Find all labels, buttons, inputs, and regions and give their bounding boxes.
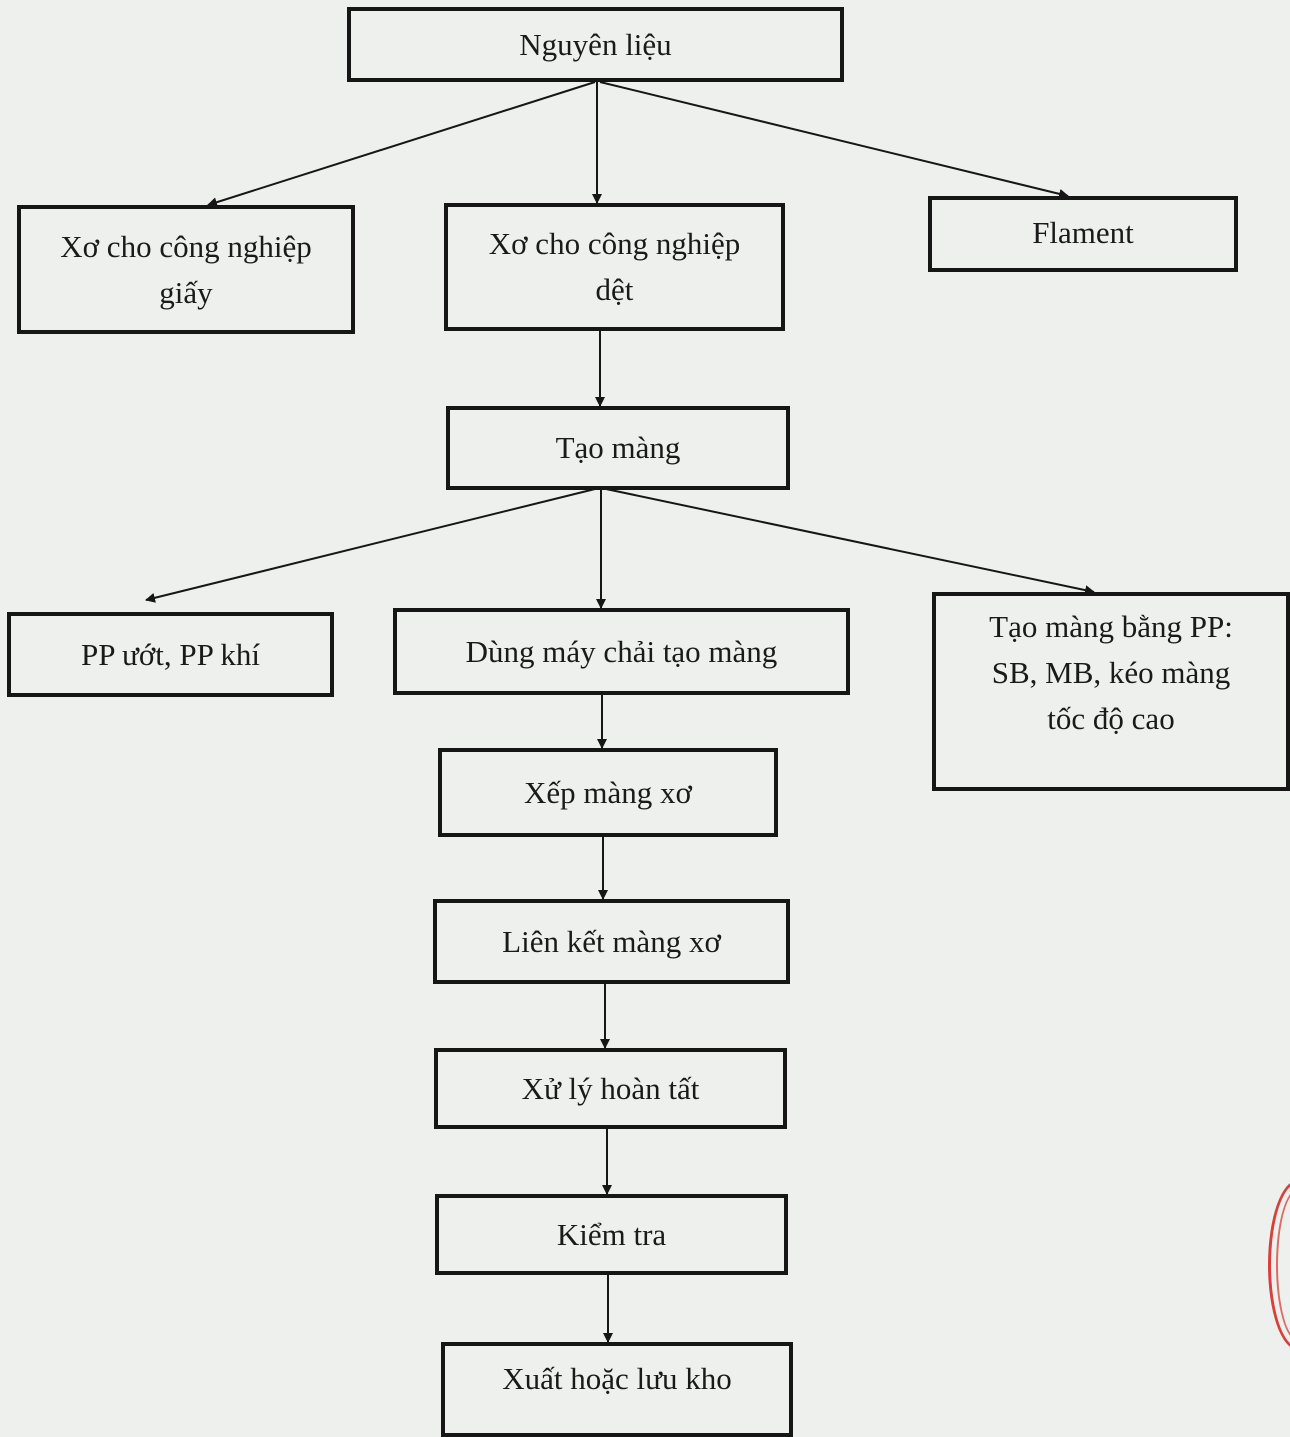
node-pp-methods: Tạo màng bằng PP: SB, MB, kéo màng tốc đ… (932, 592, 1290, 791)
arrow-raw-to-paper (207, 81, 596, 208)
node-textile-fiber: Xơ cho công nghiệp dệt (444, 203, 785, 331)
node-output: Xuất hoặc lưu kho (441, 1342, 793, 1437)
node-raw-material-label: Nguyên liệu (519, 26, 672, 62)
node-paper-fiber-label: Xơ cho công nghiệp giấy (60, 228, 312, 310)
node-web-laying: Xếp màng xơ (438, 748, 778, 837)
arrow-raw-to-filament (599, 81, 1069, 199)
node-output-label: Xuất hoặc lưu kho (502, 1361, 732, 1396)
node-web-bonding: Liên kết màng xơ (433, 899, 790, 984)
node-web-laying-label: Xếp màng xơ (524, 774, 692, 810)
node-inspection-label: Kiểm tra (556, 1216, 667, 1252)
node-pp-methods-label: Tạo màng bằng PP: SB, MB, kéo màng tốc đ… (989, 609, 1233, 736)
node-carding: Dùng máy chải tạo màng (393, 608, 850, 695)
node-finishing-label: Xử lý hoàn tất (521, 1070, 700, 1106)
arrow-webforming-to-pp-methods (605, 488, 1095, 596)
node-carding-label: Dùng máy chải tạo màng (465, 633, 778, 669)
node-filament-label: Flament (1032, 215, 1134, 250)
node-web-forming: Tạo màng (446, 406, 790, 490)
node-pp-wet-air-label: PP ướt, PP khí (80, 636, 261, 672)
node-web-forming-label: Tạo màng (555, 430, 681, 465)
node-raw-material: Nguyên liệu (347, 7, 844, 82)
node-filament: Flament (928, 196, 1238, 272)
arrow-webforming-to-pp-wet (145, 488, 596, 603)
node-inspection: Kiểm tra (435, 1194, 788, 1275)
node-paper-fiber: Xơ cho công nghiệp giấy (17, 205, 355, 334)
node-web-bonding-label: Liên kết màng xơ (502, 923, 721, 959)
node-finishing: Xử lý hoàn tất (434, 1048, 787, 1129)
node-pp-wet-air: PP ướt, PP khí (7, 612, 334, 697)
node-textile-fiber-label: Xơ cho công nghiệp dệt (488, 226, 741, 307)
